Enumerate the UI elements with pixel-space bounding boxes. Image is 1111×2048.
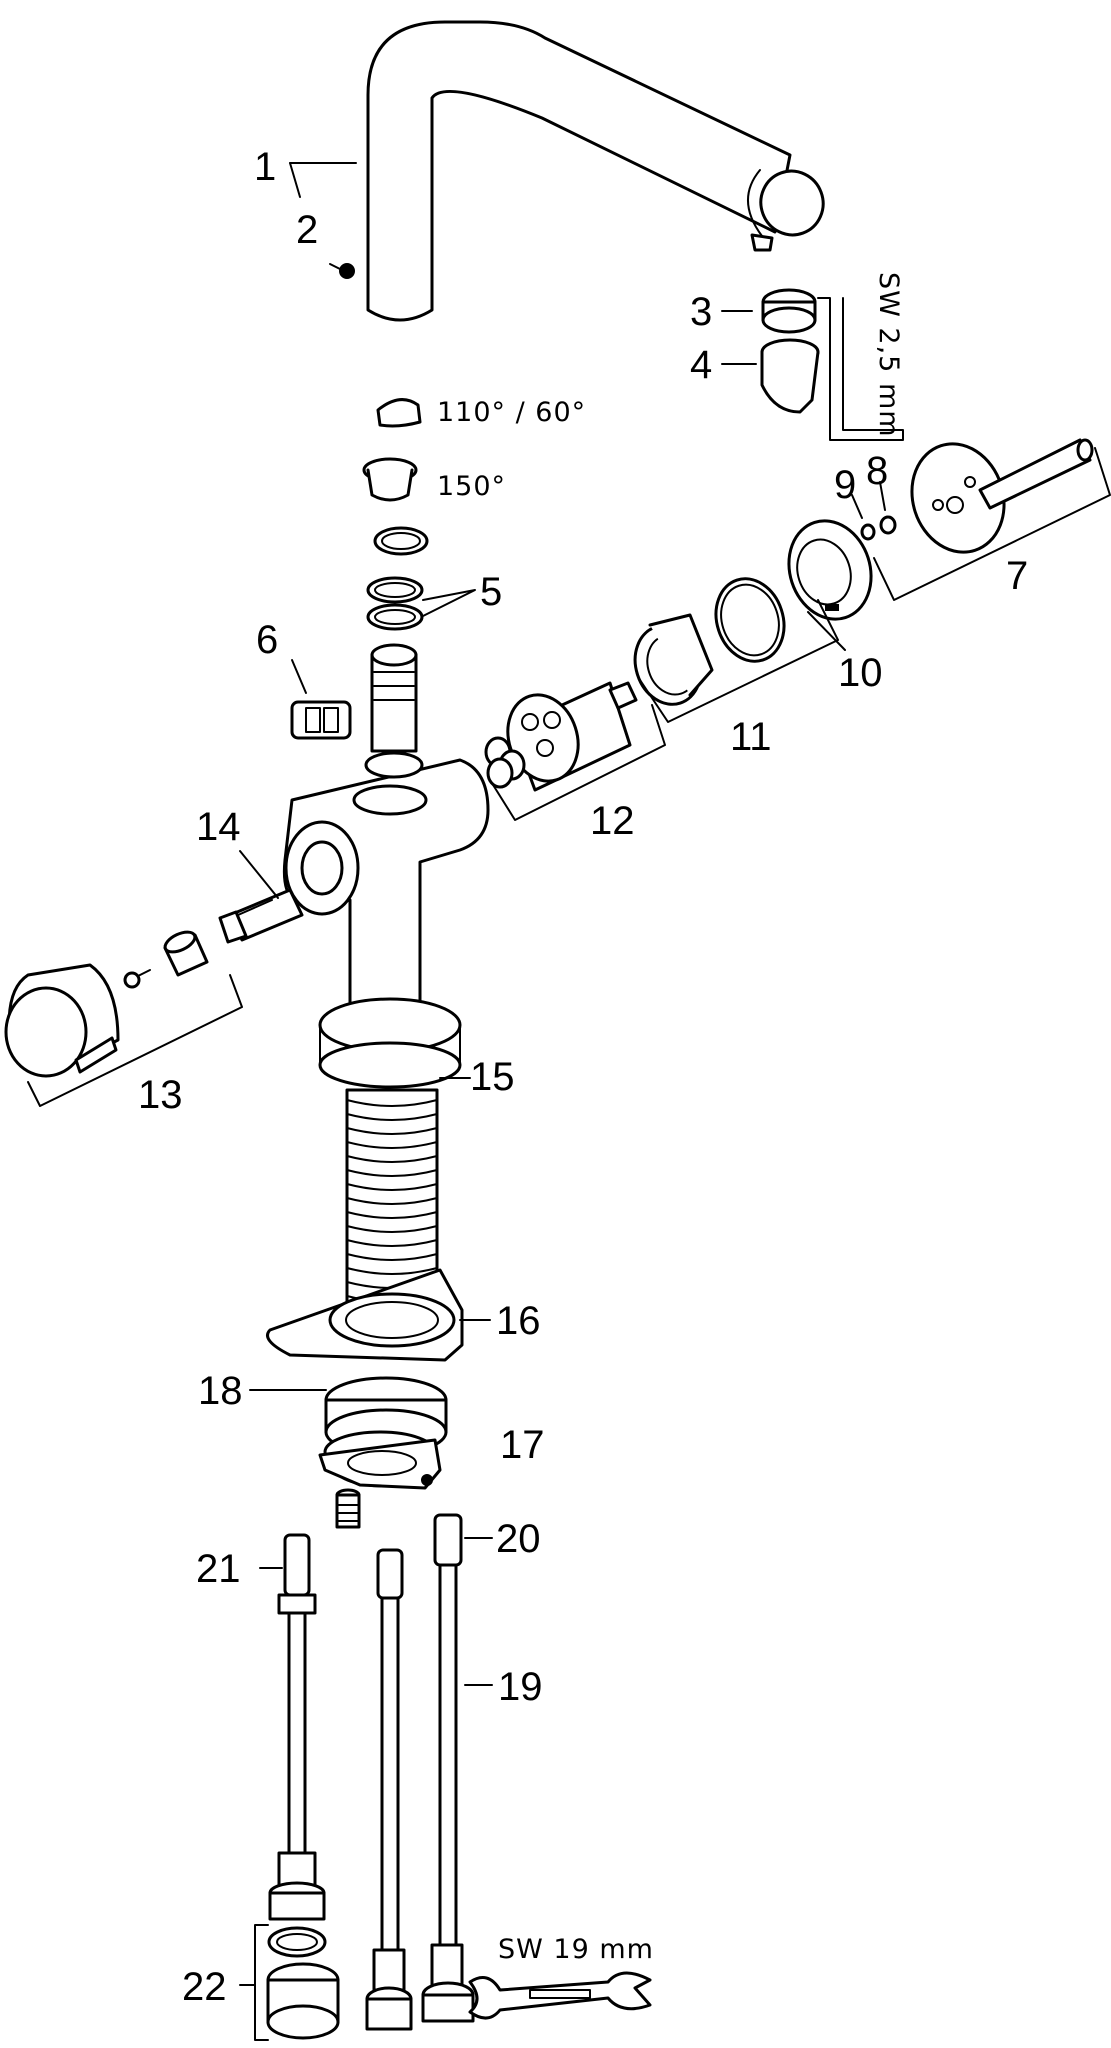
hex-key-size-label: SW 2,5 mm <box>873 272 904 438</box>
part-number-14: 14 <box>196 805 241 849</box>
base-ring-part <box>318 997 462 1089</box>
leader-lines <box>27 162 1111 2041</box>
wrench-size-label: SW 19 mm <box>498 1934 654 1965</box>
part-number-10: 10 <box>838 651 883 695</box>
small-seal-part <box>860 523 876 541</box>
spout-screw-part <box>329 263 355 279</box>
part-number-11: 11 <box>730 715 772 759</box>
angle-stop-150-part <box>362 457 418 502</box>
part-number-17: 17 <box>500 1423 545 1467</box>
knob-part <box>4 963 120 1078</box>
angle-note-150: 150° <box>437 471 506 502</box>
angle-note-110-60: 110° / 60° <box>437 397 586 428</box>
part-number-16: 16 <box>496 1299 541 1343</box>
angle-stop-110-60-part <box>376 398 422 428</box>
hex-key-tool <box>817 297 904 441</box>
part-number-labels: 1 2 3 4 5 6 7 8 9 10 11 12 13 14 15 16 1… <box>138 145 1028 2009</box>
clip-part <box>290 700 352 740</box>
part-number-20: 20 <box>496 1517 541 1561</box>
part-number-13: 13 <box>138 1073 183 1117</box>
part-number-8: 8 <box>866 449 888 493</box>
knob-adapter-part <box>163 930 209 977</box>
large-o-ring-part <box>714 577 786 663</box>
retaining-ring-part <box>787 519 873 621</box>
supply-hose-right-part <box>421 1513 475 2023</box>
part-number-3: 3 <box>690 290 712 334</box>
part-number-21: 21 <box>196 1547 241 1591</box>
diverter-valve-part <box>218 888 304 944</box>
supply-hose-left-part <box>268 1533 326 1921</box>
o-ring-set-part <box>366 526 429 631</box>
part-number-2: 2 <box>296 208 318 252</box>
aerator-part <box>761 288 817 334</box>
valve-body-part <box>282 643 490 1012</box>
part-number-9: 9 <box>834 463 856 507</box>
aerator-housing-part <box>760 338 820 414</box>
part-number-22: 22 <box>182 1965 227 2009</box>
base-plate-part <box>266 1268 464 1362</box>
bushing-part <box>633 613 714 706</box>
part-number-5: 5 <box>480 570 502 614</box>
part-number-4: 4 <box>690 343 712 387</box>
part-number-18: 18 <box>198 1369 243 1413</box>
knob-screw-part <box>123 969 151 989</box>
part-number-12: 12 <box>590 799 635 843</box>
lever-handle-part <box>910 438 1094 554</box>
part-number-6: 6 <box>256 618 278 662</box>
bolt-part <box>335 1488 361 1529</box>
cartridge-part <box>484 681 638 792</box>
seal-and-adapter-part <box>266 1926 340 2040</box>
part-number-1: 1 <box>254 145 276 189</box>
set-screw-part <box>879 515 897 535</box>
supply-hose-middle-part <box>365 1548 413 2031</box>
part-number-15: 15 <box>470 1055 515 1099</box>
part-number-19: 19 <box>498 1665 543 1709</box>
spout-part <box>366 20 825 322</box>
wrench-tool <box>468 1971 652 2020</box>
clamp-plate-part <box>318 1438 442 1490</box>
part-number-7: 7 <box>1006 554 1028 598</box>
